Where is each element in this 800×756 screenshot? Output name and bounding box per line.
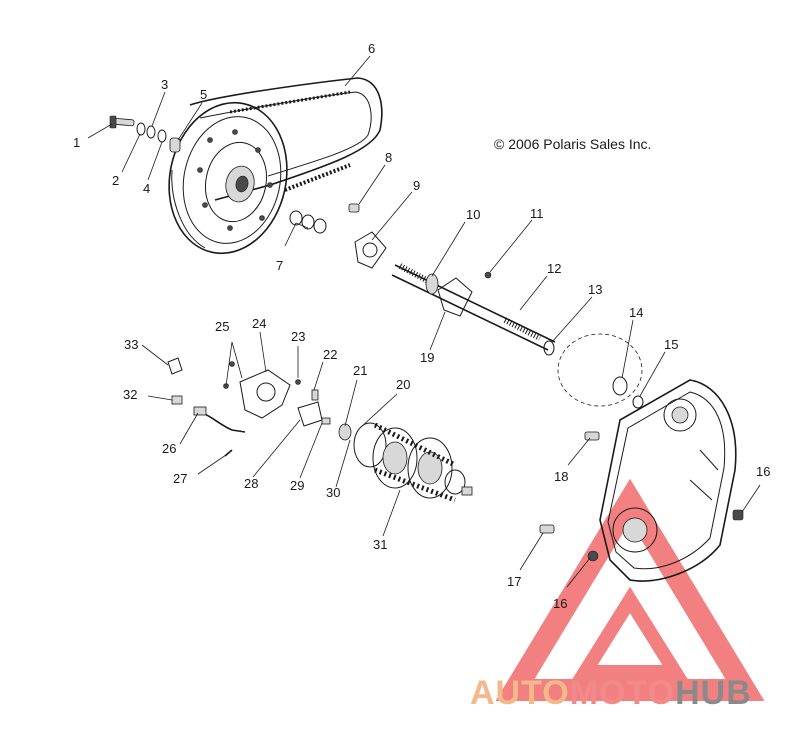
- bolt: [584, 431, 600, 441]
- gear-assembly: [338, 422, 473, 503]
- callout-10: 10: [466, 207, 480, 222]
- drive-clutch: [168, 101, 288, 255]
- callout-labels: 1 2 3 4 5 6 7 8 9 10 11 12 13 14 15 16 1…: [73, 41, 770, 611]
- watermark-auto: AUTO: [470, 674, 570, 712]
- callout-23: 23: [291, 329, 305, 344]
- callout-22: 22: [323, 347, 337, 362]
- copyright-notice: © 2006 Polaris Sales Inc.: [494, 136, 651, 152]
- bearing-flange-lower: [437, 277, 473, 317]
- clip: [167, 357, 183, 375]
- seal: [612, 376, 628, 396]
- callout-6: 6: [368, 41, 375, 56]
- callout-18: 18: [554, 469, 568, 484]
- callout-11: 11: [530, 206, 544, 221]
- key: [311, 389, 319, 401]
- callout-26: 26: [162, 441, 176, 456]
- callout-29: 29: [290, 478, 304, 493]
- bolt: [539, 524, 555, 534]
- callout-33: 33: [124, 337, 138, 352]
- callout-2: 2: [112, 173, 119, 188]
- callout-27: 27: [173, 471, 187, 486]
- screw: [348, 203, 360, 213]
- connector: [193, 406, 207, 416]
- gasket: [557, 333, 643, 407]
- o-ring-small: [632, 395, 644, 409]
- callout-24: 24: [252, 316, 266, 331]
- callout-9: 9: [413, 178, 420, 193]
- callout-28: 28: [244, 476, 258, 491]
- callout-25: 25: [215, 319, 229, 334]
- callout-1: 1: [73, 135, 80, 150]
- spacer: [321, 417, 331, 425]
- drive-belt: [189, 77, 383, 201]
- callout-4: 4: [143, 181, 150, 196]
- callout-31: 31: [373, 537, 387, 552]
- washers: [289, 210, 327, 234]
- callout-16: 16: [553, 596, 567, 611]
- plate: [297, 401, 323, 427]
- bolt: [732, 509, 744, 521]
- callout-12: 12: [547, 261, 561, 276]
- watermark-wordmark: AUTOMOTOHUB: [470, 674, 752, 712]
- callout-32: 32: [123, 387, 137, 402]
- callout-7: 7: [276, 258, 283, 273]
- callout-17: 17: [507, 574, 521, 589]
- jackshaft: [391, 263, 556, 351]
- callout-13: 13: [588, 282, 602, 297]
- callout-8: 8: [385, 150, 392, 165]
- grease-fitting: [484, 271, 492, 279]
- callout-20: 20: [396, 377, 410, 392]
- callout-16: 16: [756, 464, 770, 479]
- callout-14: 14: [629, 305, 643, 320]
- chaincase: [599, 379, 737, 582]
- connector-bracket: [171, 395, 183, 405]
- callout-19: 19: [420, 350, 434, 365]
- watermark-triangle: [495, 478, 765, 701]
- o-ring: [543, 340, 555, 356]
- callout-15: 15: [664, 337, 678, 352]
- sensor-cable: [199, 411, 246, 433]
- watermark-moto: MOTO: [570, 674, 675, 712]
- callout-30: 30: [326, 485, 340, 500]
- sensor-bracket: [223, 361, 301, 419]
- watermark-hub: HUB: [675, 674, 752, 712]
- nut: [587, 550, 599, 562]
- callout-3: 3: [161, 77, 168, 92]
- pin: [224, 449, 233, 457]
- clutch-bolt-hardware: [109, 115, 181, 153]
- callout-21: 21: [353, 363, 367, 378]
- bearing-flange: [354, 231, 387, 269]
- callout-5: 5: [200, 87, 207, 102]
- leader-lines: [87, 55, 761, 588]
